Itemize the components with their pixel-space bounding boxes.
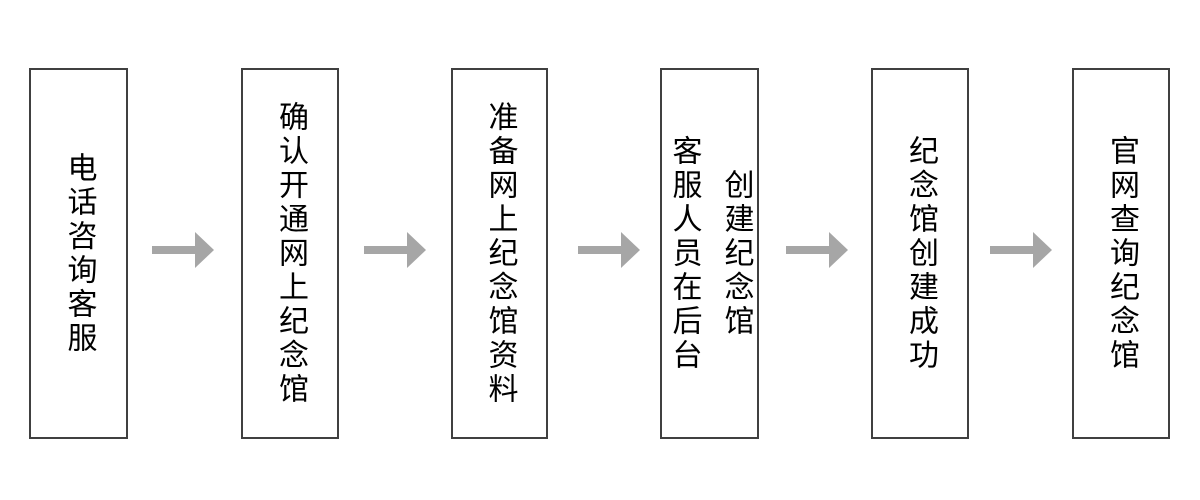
arrow-head (829, 232, 848, 268)
arrow-head (621, 232, 640, 268)
flow-step-3-box: 准备网上纪念馆资料 (451, 68, 548, 439)
flow-arrow-4 (786, 232, 848, 268)
flow-step-2-label: 确认开通网上纪念馆 (274, 100, 307, 407)
flow-step-6-box: 官网查询纪念馆 (1072, 68, 1170, 439)
flow-step-1-label: 电话咨询客服 (62, 151, 96, 356)
flow-arrow-5 (990, 232, 1052, 268)
flow-step-3-label: 准备网上纪念馆资料 (483, 100, 517, 407)
flow-arrow-3 (578, 232, 640, 268)
flow-step-4-box: 客服人员在后台 创建纪念馆 (660, 68, 759, 439)
flow-arrow-1 (152, 232, 214, 268)
flow-step-6-label: 官网查询纪念馆 (1105, 134, 1138, 373)
arrow-shaft (786, 246, 829, 254)
arrow-shaft (990, 246, 1033, 254)
flow-step-4-label: 客服人员在后台 创建纪念馆 (667, 134, 753, 373)
flow-step-5-label: 纪念馆创建成功 (904, 134, 937, 373)
flow-step-1-box: 电话咨询客服 (29, 68, 128, 439)
arrow-head (195, 232, 214, 268)
flow-arrow-2 (364, 232, 426, 268)
arrow-shaft (152, 246, 195, 254)
arrow-head (1033, 232, 1052, 268)
arrow-head (407, 232, 426, 268)
flow-step-2-box: 确认开通网上纪念馆 (241, 68, 339, 439)
arrow-shaft (364, 246, 407, 254)
arrow-shaft (578, 246, 621, 254)
flow-step-5-box: 纪念馆创建成功 (871, 68, 969, 439)
